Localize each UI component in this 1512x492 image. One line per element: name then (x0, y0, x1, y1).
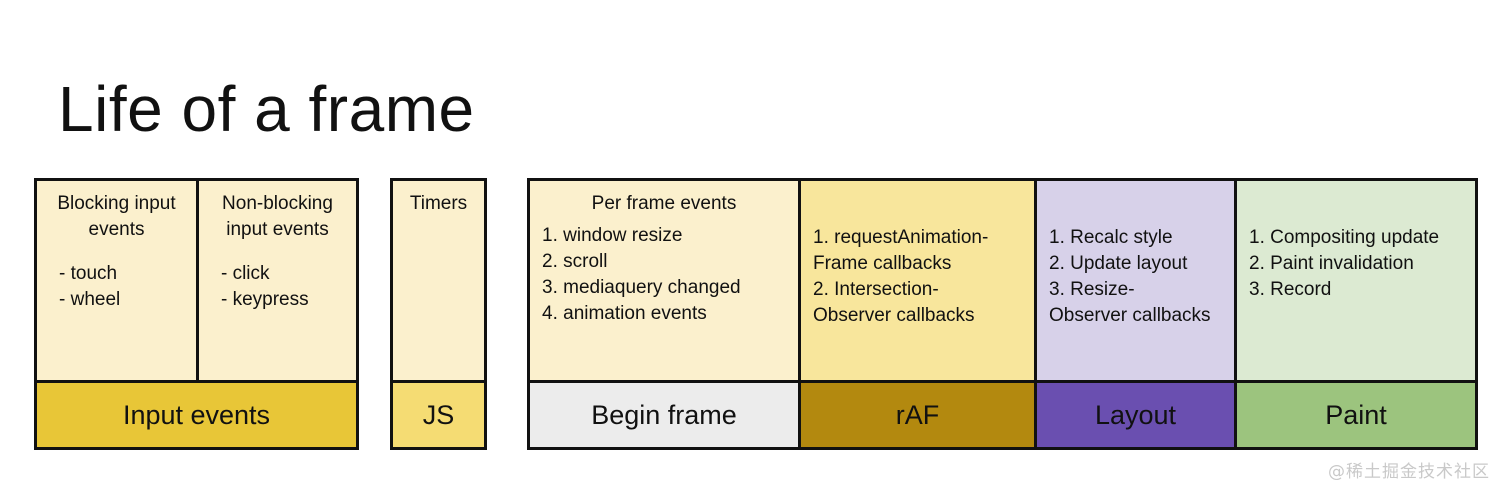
frame-pipeline-group: Per frame events 1. window resize 2. scr… (527, 178, 1478, 450)
non-blocking-input-events-heading: Non-blocking input events (222, 193, 333, 240)
footer-layout: Layout (1037, 380, 1234, 447)
list-item: 1. Compositing update (1249, 227, 1440, 248)
watermark: @稀土掘金技术社区 (1328, 462, 1490, 482)
list-item: 2. Intersection- Observer callbacks (813, 279, 975, 326)
list-item: - wheel (59, 289, 121, 310)
footer-input-events: Input events (37, 380, 356, 447)
column-paint: 1. Compositing update 2. Paint invalidat… (1234, 181, 1475, 447)
list-item: 3. mediaquery changed (542, 277, 741, 298)
blocking-input-events-heading: Blocking input events (57, 193, 176, 240)
column-layout: 1. Recalc style 2. Update layout 3. Resi… (1034, 181, 1234, 447)
input-events-group: Blocking input events - touch - wheel No… (34, 178, 359, 450)
layout-list: 1. Recalc style 2. Update layout 3. Resi… (1049, 225, 1222, 329)
timers-heading: Timers (409, 193, 468, 214)
timers-group: Timers JS (390, 178, 487, 450)
raf-list: 1. requestAnimation- Frame callbacks 2. … (813, 225, 1022, 329)
list-item: 1. window resize (542, 225, 683, 246)
timers-body: Timers (393, 181, 484, 380)
raf-body: 1. requestAnimation- Frame callbacks 2. … (801, 181, 1034, 380)
column-timers: Timers JS (393, 181, 484, 447)
begin-frame-body: Per frame events 1. window resize 2. scr… (530, 181, 798, 380)
footer-raf: rAF (801, 380, 1034, 447)
list-item: - keypress (220, 289, 309, 310)
list-item: - click (220, 263, 270, 284)
list-item: 1. requestAnimation- Frame callbacks (813, 227, 989, 274)
begin-frame-list: 1. window resize 2. scroll 3. mediaquery… (542, 223, 786, 327)
paint-body: 1. Compositing update 2. Paint invalidat… (1237, 181, 1475, 380)
column-raf: 1. requestAnimation- Frame callbacks 2. … (798, 181, 1034, 447)
list-item: 3. Record (1249, 279, 1332, 300)
blocking-input-events-list: - touch - wheel (49, 261, 184, 313)
page-title: Life of a frame (58, 72, 475, 145)
list-item: 3. Resize- Observer callbacks (1049, 279, 1211, 326)
list-item: 2. Update layout (1049, 253, 1188, 274)
paint-list: 1. Compositing update 2. Paint invalidat… (1249, 225, 1463, 303)
list-item: - touch (59, 263, 118, 284)
list-item: 2. scroll (542, 251, 608, 272)
footer-paint: Paint (1237, 380, 1475, 447)
footer-begin-frame: Begin frame (530, 380, 798, 447)
layout-body: 1. Recalc style 2. Update layout 3. Resi… (1037, 181, 1234, 380)
list-item: 1. Recalc style (1049, 227, 1173, 248)
column-begin-frame: Per frame events 1. window resize 2. scr… (530, 181, 798, 447)
non-blocking-input-events-list: - click - keypress (211, 261, 344, 313)
list-item: 2. Paint invalidation (1249, 253, 1414, 274)
footer-js: JS (393, 380, 484, 447)
list-item: 4. animation events (542, 303, 707, 324)
begin-frame-heading: Per frame events (591, 193, 737, 214)
